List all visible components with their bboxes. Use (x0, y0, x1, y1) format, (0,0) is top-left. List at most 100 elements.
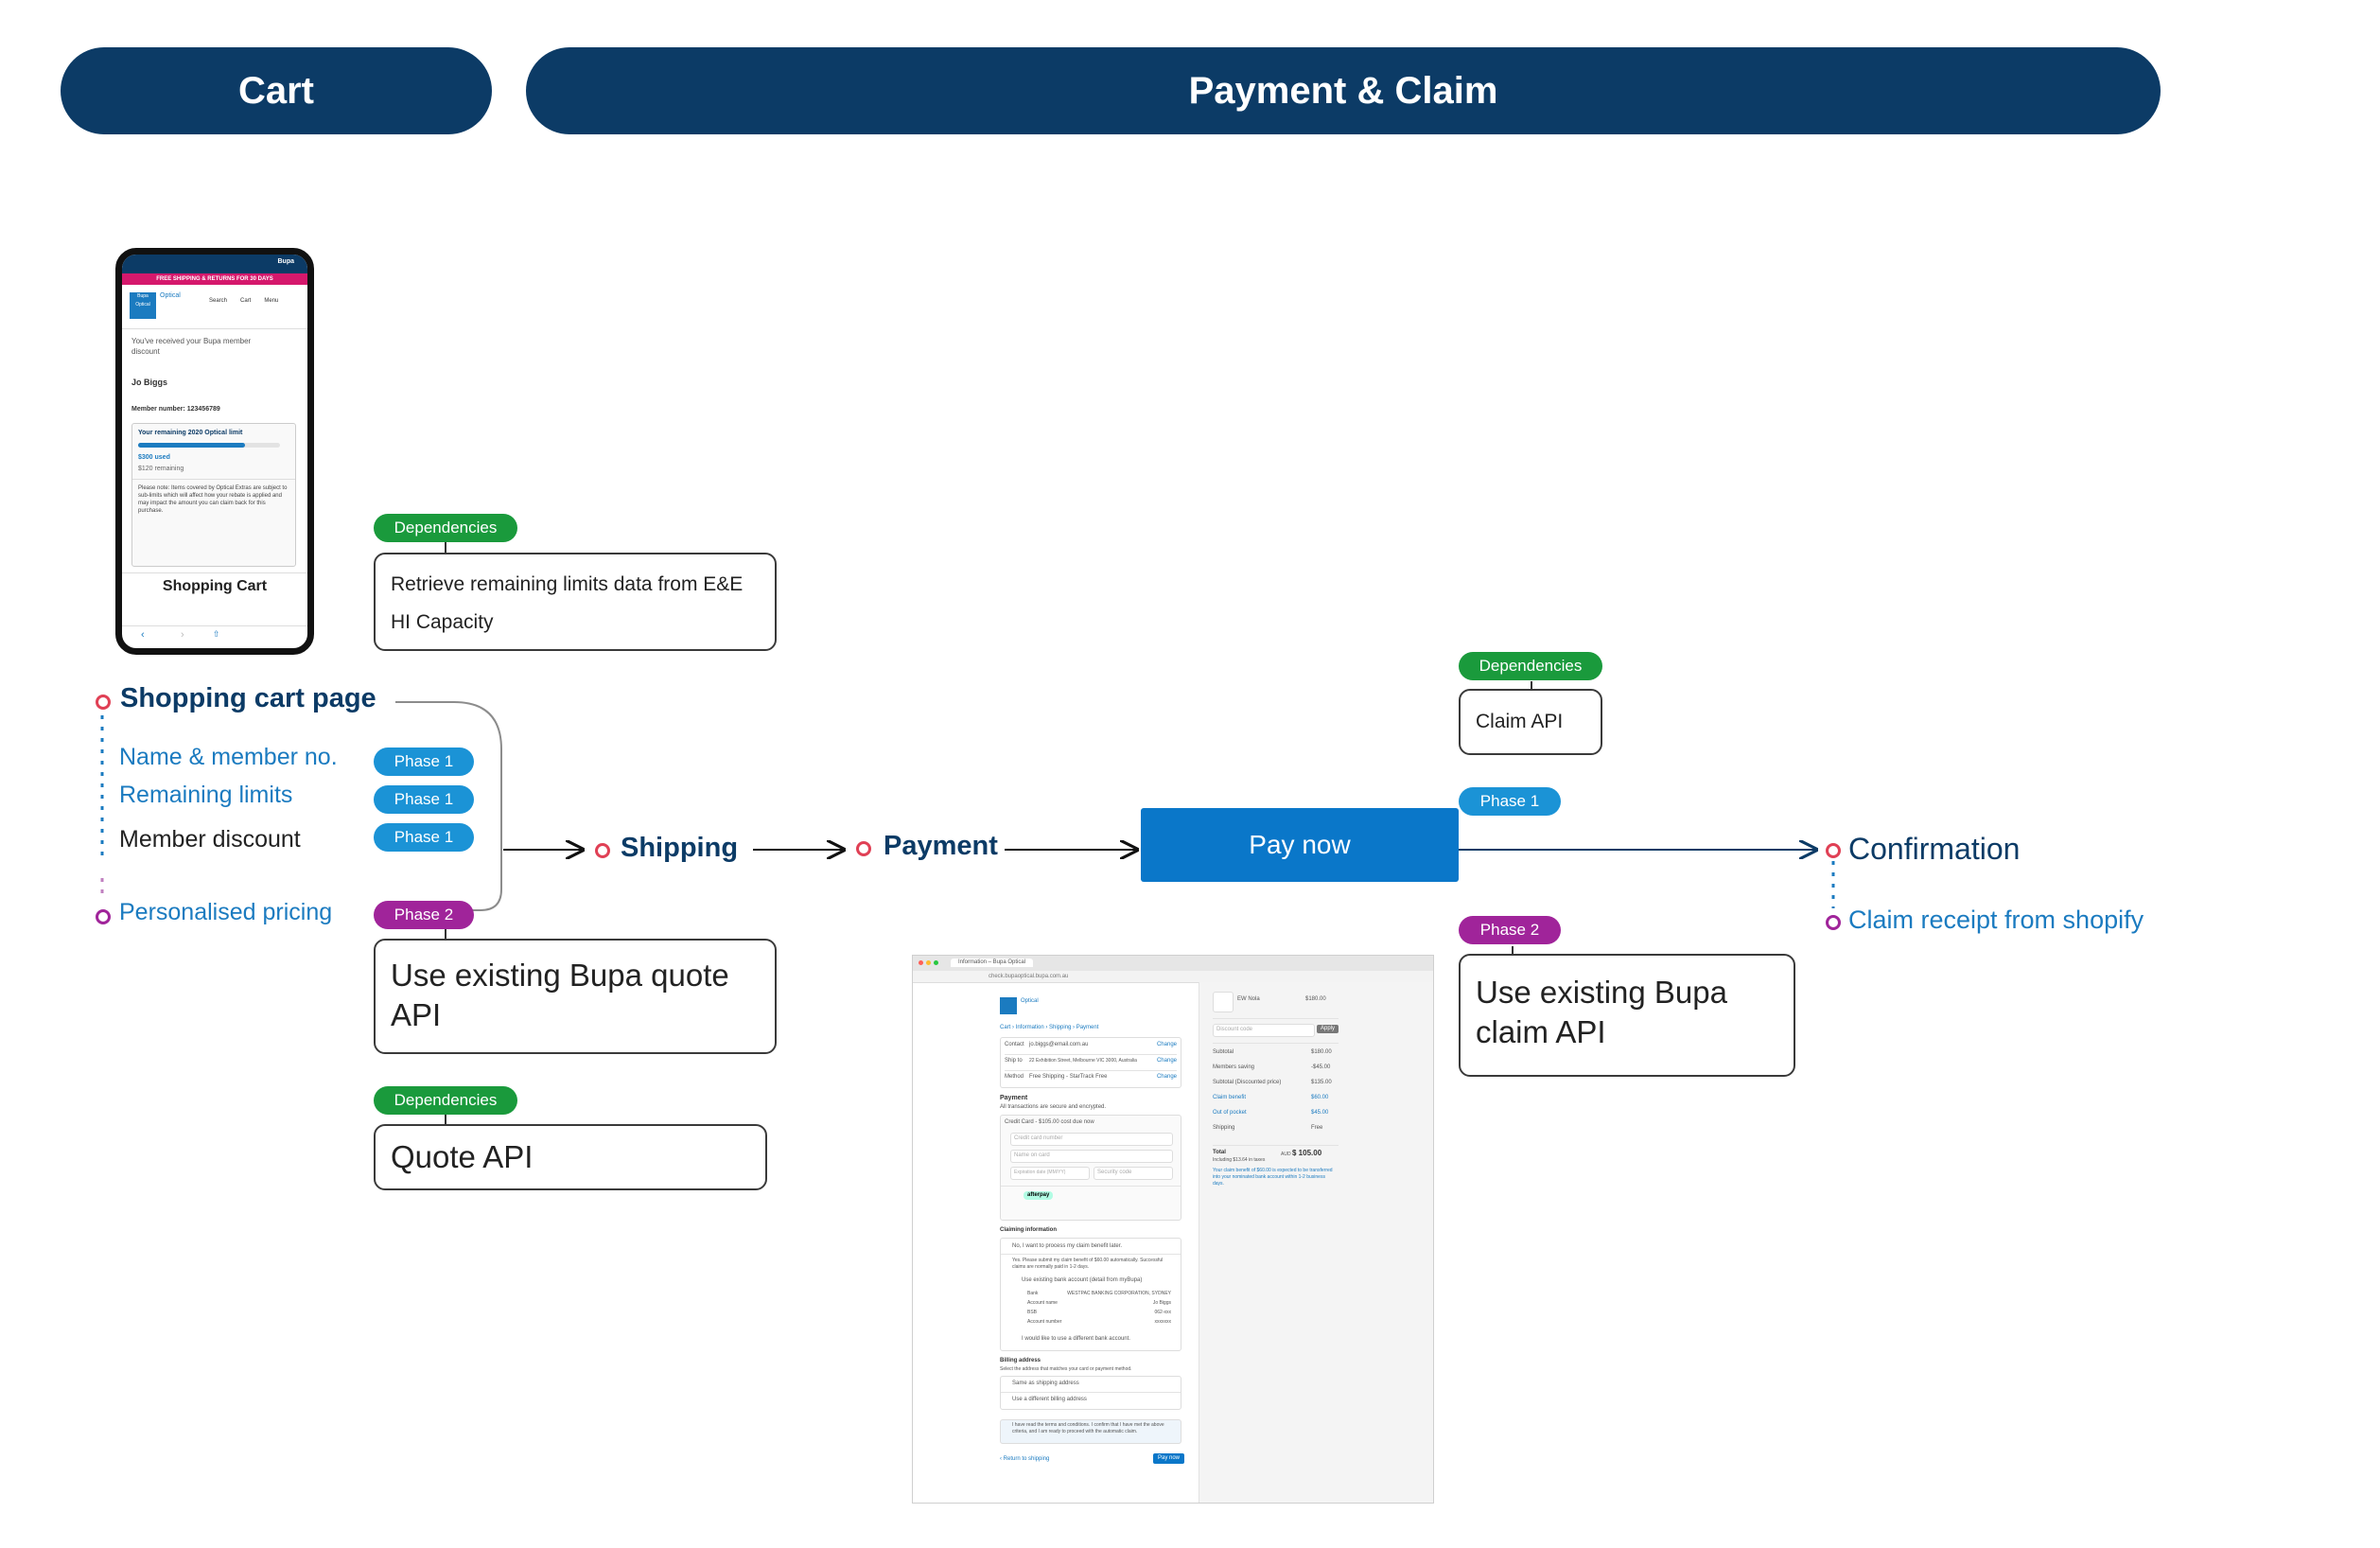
billing-box: Same as shipping address Use a different… (1000, 1376, 1181, 1410)
shopping-cart-phone-mockup: Bupa FREE SHIPPING & RETURNS FOR 30 DAYS… (115, 248, 314, 655)
contact-value: jo.biggs@email.com.au (1029, 1042, 1089, 1047)
summary-label: Members saving (1213, 1064, 1255, 1070)
phone-nav: Search Cart Menu (209, 298, 278, 304)
return-link[interactable]: ‹ Return to shipping (1000, 1456, 1050, 1462)
afterpay-option[interactable]: afterpay (1024, 1191, 1054, 1200)
name-on-card-field[interactable]: Name on card (1010, 1150, 1173, 1163)
credit-card-box: Credit Card - $105.00 cost due now Credi… (1000, 1115, 1181, 1221)
browser-tabbar: Information – Bupa Optical (913, 956, 1433, 971)
share-icon[interactable]: ⇧ (213, 629, 220, 639)
confirmation-step: Confirmation (1848, 832, 2021, 866)
summary-label: Subtotal (Discounted price) (1213, 1080, 1282, 1085)
card-number-field[interactable]: Credit card number (1010, 1133, 1173, 1146)
bupa-logo: Bupa Optical (130, 292, 156, 319)
bank-row-2-label: BSB (1027, 1310, 1038, 1315)
summary-label: Shipping (1213, 1125, 1235, 1131)
claiming-title: Claiming information (1000, 1227, 1057, 1233)
expiry-placeholder: Expiration date (MM/YY) (1014, 1170, 1066, 1175)
discount-field[interactable]: Discount code (1213, 1024, 1315, 1037)
phone-optical-label: Optical (160, 292, 181, 299)
phase-chip-discount: Phase 1 (374, 823, 474, 852)
product-name: EW Nola (1237, 996, 1260, 1002)
contact-change[interactable]: Change (1156, 1042, 1177, 1047)
billing-same-option[interactable]: Same as shipping address (1012, 1381, 1079, 1386)
security-placeholder: Security code (1097, 1170, 1132, 1175)
confirmation-node (1826, 843, 1841, 858)
phone-banner: FREE SHIPPING & RETURNS FOR 30 DAYS (122, 273, 307, 285)
different-bank-option[interactable]: I would like to use a different bank acc… (1022, 1336, 1130, 1342)
summary-label: Out of pocket (1213, 1110, 1247, 1116)
apply-button[interactable]: Apply (1317, 1025, 1339, 1033)
cart-stage-header: Cart (61, 47, 492, 134)
billing-sub: Select the address that matches your car… (1000, 1366, 1132, 1372)
order-summary-pane: EW Nola $180.00 Discount code Apply Subt… (1199, 982, 1433, 1503)
quote-existing-box: Use existing Bupa quote API (374, 939, 777, 1054)
shopping-cart-page-title: Shopping cart page (120, 683, 376, 713)
security-field[interactable]: Security code (1094, 1167, 1173, 1180)
shopping-cart-node (96, 695, 111, 710)
claim-receipt-node (1826, 915, 1841, 930)
summary-value: Free (1311, 1125, 1323, 1131)
claim-note: Your claim benefit of $60.00 is expected… (1213, 1168, 1333, 1187)
phone-nav-cart[interactable]: Cart (240, 298, 252, 304)
summary-value: -$45.00 (1311, 1064, 1331, 1070)
phone-logo-text: Bupa Optical (135, 293, 150, 308)
ship-change[interactable]: Change (1156, 1058, 1177, 1064)
phone-nav-menu[interactable]: Menu (264, 298, 279, 304)
payment-claim-stage-header: Payment & Claim (526, 47, 2161, 134)
summary-label: Subtotal (1213, 1049, 1234, 1055)
existing-bank-option[interactable]: Use existing bank account (detail from m… (1022, 1277, 1143, 1283)
payment-node (856, 841, 871, 856)
phone-limit-card: Your remaining 2020 Optical limit $300 u… (131, 423, 296, 567)
method-label: Method (1005, 1074, 1024, 1080)
phone-discount-msg: You've received your Bupa member discoun… (131, 337, 252, 356)
item-name-member-no: Name & member no. (119, 744, 338, 770)
phone-member-number: Member number: 123456789 (131, 406, 220, 413)
checkout-optical: Optical (1021, 998, 1039, 1004)
checkout-info-box: Contact jo.biggs@email.com.au Change Shi… (1000, 1037, 1181, 1088)
phone-member-name: Jo Biggs (131, 378, 168, 387)
phase-chip-name: Phase 1 (374, 748, 474, 776)
checkout-breadcrumb[interactable]: Cart › Information › Shipping › Payment (1000, 1025, 1099, 1030)
contact-label: Contact (1005, 1042, 1024, 1047)
claim-receipt-item: Claim receipt from shopify (1848, 906, 2144, 934)
expiry-field[interactable]: Expiration date (MM/YY) (1010, 1167, 1090, 1180)
limits-dependency-box: Retrieve remaining limits data from E&E … (374, 553, 777, 651)
bank-row-0-value: WESTPAC BANKING CORPORATION, SYDNEY (1067, 1291, 1171, 1296)
claim-existing-box: Use existing Bupa claim API (1459, 954, 1795, 1077)
quote-api-box: Quote API (374, 1124, 767, 1190)
claim-yes-option[interactable]: Yes. Please submit my claim benefit of $… (1012, 1258, 1164, 1270)
bank-row-0-label: Bank (1027, 1291, 1039, 1296)
pay-now-button[interactable]: Pay now (1141, 808, 1459, 882)
checkout-logo (1000, 997, 1017, 1014)
bank-row-1-label: Account name (1027, 1300, 1058, 1306)
claim-api-box: Claim API (1459, 689, 1602, 755)
phone-used: $300 used (138, 454, 170, 461)
payment-sub: All transactions are secure and encrypte… (1000, 1104, 1107, 1110)
browser-tab[interactable]: Information – Bupa Optical (951, 959, 1034, 967)
forward-icon: › (181, 629, 184, 641)
credit-card-option[interactable]: Credit Card - $105.00 cost due now (1005, 1119, 1094, 1125)
method-change[interactable]: Change (1156, 1074, 1177, 1080)
product-price: $180.00 (1305, 996, 1326, 1002)
phone-remaining: $120 remaining (138, 466, 184, 472)
claim-no-option[interactable]: No, I want to process my claim benefit l… (1012, 1243, 1123, 1249)
phase-chip-pricing: Phase 2 (374, 901, 474, 929)
phase-chip-claim: Phase 2 (1459, 916, 1561, 944)
phone-browser-bar: ‹ › ⇧ (122, 625, 307, 648)
payment-step: Payment (884, 831, 998, 861)
total-currency: AUD (1281, 1152, 1291, 1157)
checkout-pay-button[interactable]: Pay now (1153, 1453, 1185, 1464)
item-member-discount: Member discount (119, 826, 301, 853)
name-on-card-placeholder: Name on card (1014, 1152, 1050, 1158)
back-icon[interactable]: ‹ (141, 629, 145, 641)
phone-brand: Bupa (277, 258, 295, 265)
summary-label: Claim benefit (1213, 1095, 1247, 1100)
dependencies-chip-claim: Dependencies (1459, 652, 1602, 680)
ship-value: 22 Exhibition Street, Melbourne VIC 3000… (1029, 1058, 1137, 1064)
phone-nav-search[interactable]: Search (209, 298, 228, 304)
browser-url[interactable]: check.bupaoptical.bupa.com.au (913, 971, 1433, 983)
phone-note: Please note: Items covered by Optical Ex… (138, 485, 288, 514)
terms-box[interactable]: I have read the terms and conditions. I … (1000, 1419, 1181, 1444)
billing-diff-option[interactable]: Use a different billing address (1012, 1397, 1087, 1402)
